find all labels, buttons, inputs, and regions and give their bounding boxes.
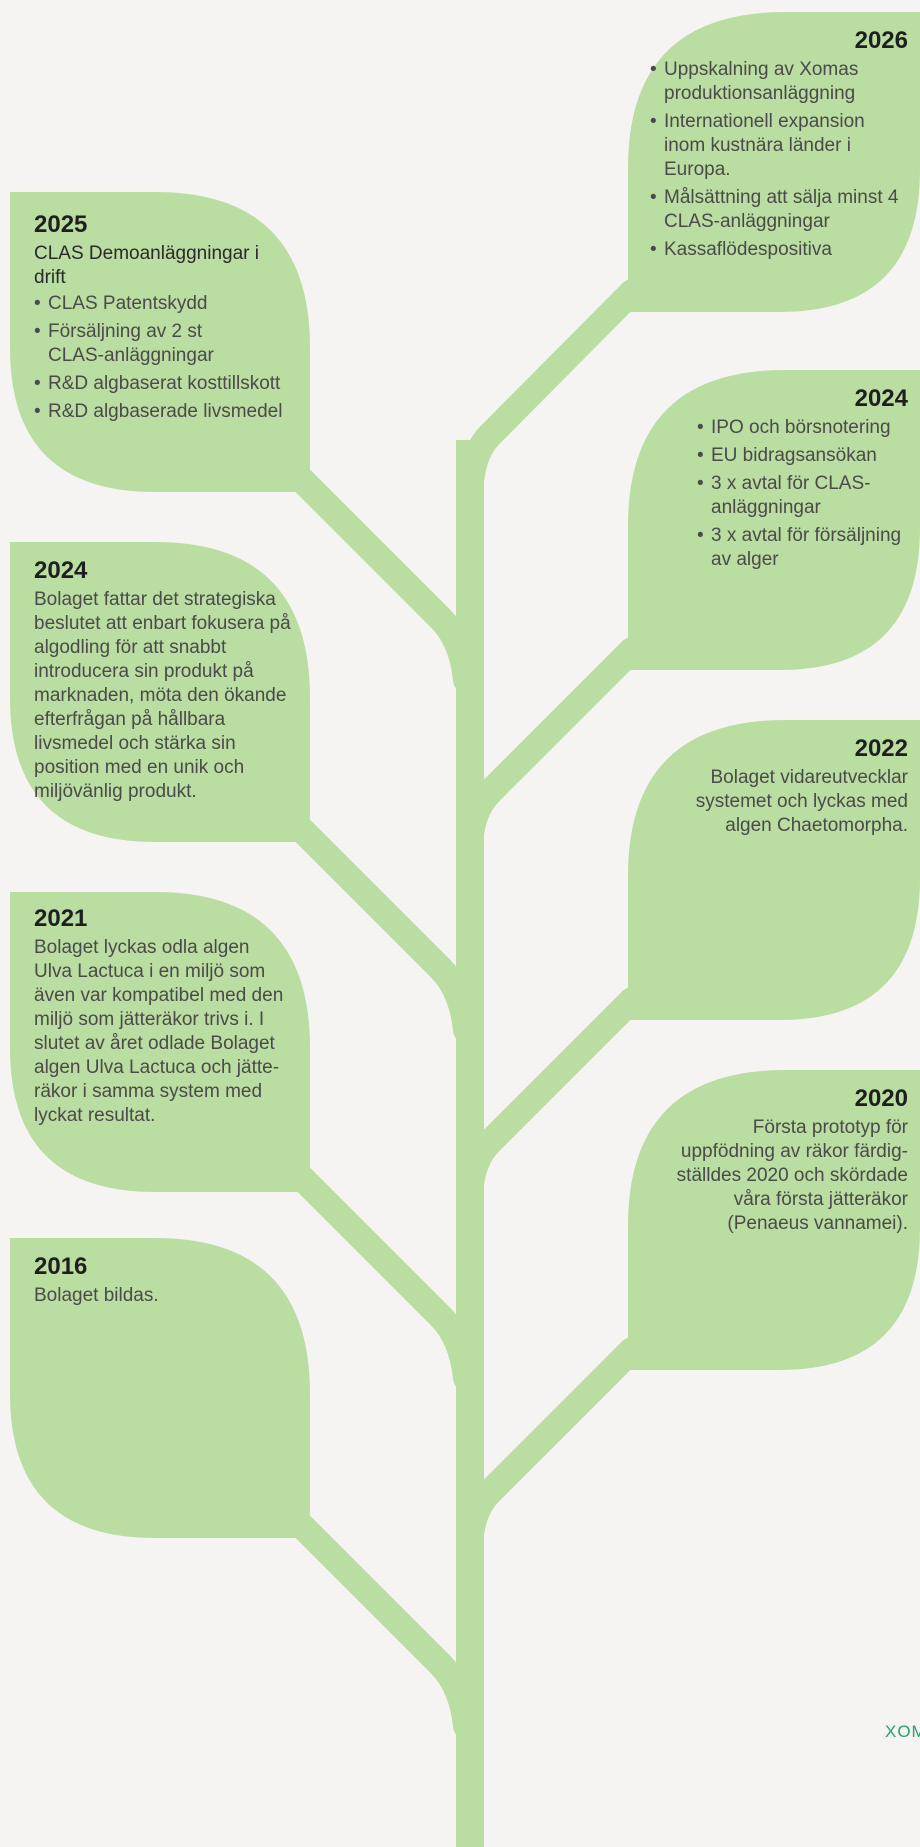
branch-2025 [287, 465, 479, 693]
milestone-2021: 2021 Bolaget lyckas odla algen Ulva Lact… [34, 904, 292, 1128]
milestone-bullets: CLAS Patentskydd Försäljning av 2 st CLA… [34, 292, 304, 424]
bullet-item: 3 x avtal för CLAS-anläggningar [697, 472, 908, 520]
milestone-2022: 2022 Bolaget vidareutvecklar systemet oc… [680, 734, 908, 838]
bullet-item: Försäljning av 2 st CLAS-anläggningar [34, 320, 258, 368]
leaf-2016 [10, 1238, 310, 1538]
milestone-year: 2016 [34, 1253, 88, 1280]
milestone-subtitle: CLAS Demoanläggningar i drift [34, 243, 259, 288]
milestone-bullets: IPO och börsnotering EU bidragsansökan 3… [697, 416, 908, 572]
branch-2022 [457, 987, 645, 1213]
milestone-text: Första prototyp för uppfödning av räkor … [676, 1117, 908, 1234]
milestone-2025: 2025 CLAS Demoanläggningar i drift CLAS … [34, 210, 304, 428]
bullet-item: Kassaflödespositiva [650, 238, 908, 262]
leaf-2021 [10, 892, 310, 1192]
bullet-item: Målsättning att sälja minst 4 CLAS-anläg… [650, 186, 908, 234]
branch-2020 [457, 1337, 645, 1563]
bullet-item: CLAS Patentskydd [34, 292, 304, 316]
milestone-text: Bolaget bildas. [34, 1285, 159, 1306]
brand-watermark: XOMA [885, 1722, 920, 1741]
milestone-2026: 2026 Uppskalning av Xomas produktionsanl… [640, 26, 908, 266]
bullet-item: Uppskalning av Xomas produktionsanläggni… [650, 58, 908, 106]
milestone-text: Bolaget lyckas odla algen Ulva Lactuca i… [34, 937, 284, 1126]
milestone-year: 2024 [854, 385, 908, 412]
bullet-item: R&D algbaserade livsmedel [34, 400, 304, 424]
branch-2024-right [457, 637, 645, 863]
leaf-2020 [628, 1070, 920, 1370]
branch-2026 [457, 279, 645, 653]
milestone-text: Bolaget vidareutvecklar systemet och lyc… [695, 767, 908, 836]
milestone-year: 2026 [854, 27, 908, 54]
milestone-year: 2021 [34, 905, 88, 932]
leaf-2022 [628, 720, 920, 1020]
milestone-year: 2020 [854, 1085, 908, 1112]
branch-2024-left [287, 815, 479, 1043]
bullet-item: Internationell expansion inom kustnära l… [650, 110, 908, 182]
branch-2016 [287, 1511, 479, 1739]
bullet-item: 3 x avtal för försäljning av alger [697, 524, 908, 572]
milestone-text: Bolaget fattar det strategiska beslutet … [34, 589, 291, 802]
milestone-bullets: Uppskalning av Xomas produktionsanläggni… [640, 58, 908, 262]
bullet-item: IPO och börsnotering [697, 416, 908, 440]
bullet-item: EU bidragsansökan [697, 444, 908, 468]
milestone-2024-left: 2024 Bolaget fattar det strategiska besl… [34, 556, 296, 804]
milestone-2024-right: 2024 IPO och börsnotering EU bidragsansö… [640, 384, 908, 576]
milestone-2016: 2016 Bolaget bildas. [34, 1252, 292, 1308]
leaf-2024-left [10, 542, 310, 842]
milestone-year: 2024 [34, 557, 88, 584]
milestone-year: 2025 [34, 211, 88, 238]
milestone-year: 2022 [854, 735, 908, 762]
milestone-2020: 2020 Första prototyp för uppfödning av r… [660, 1084, 908, 1236]
branch-2021 [287, 1163, 479, 1391]
bullet-item: R&D algbaserat kosttillskott [34, 372, 304, 396]
